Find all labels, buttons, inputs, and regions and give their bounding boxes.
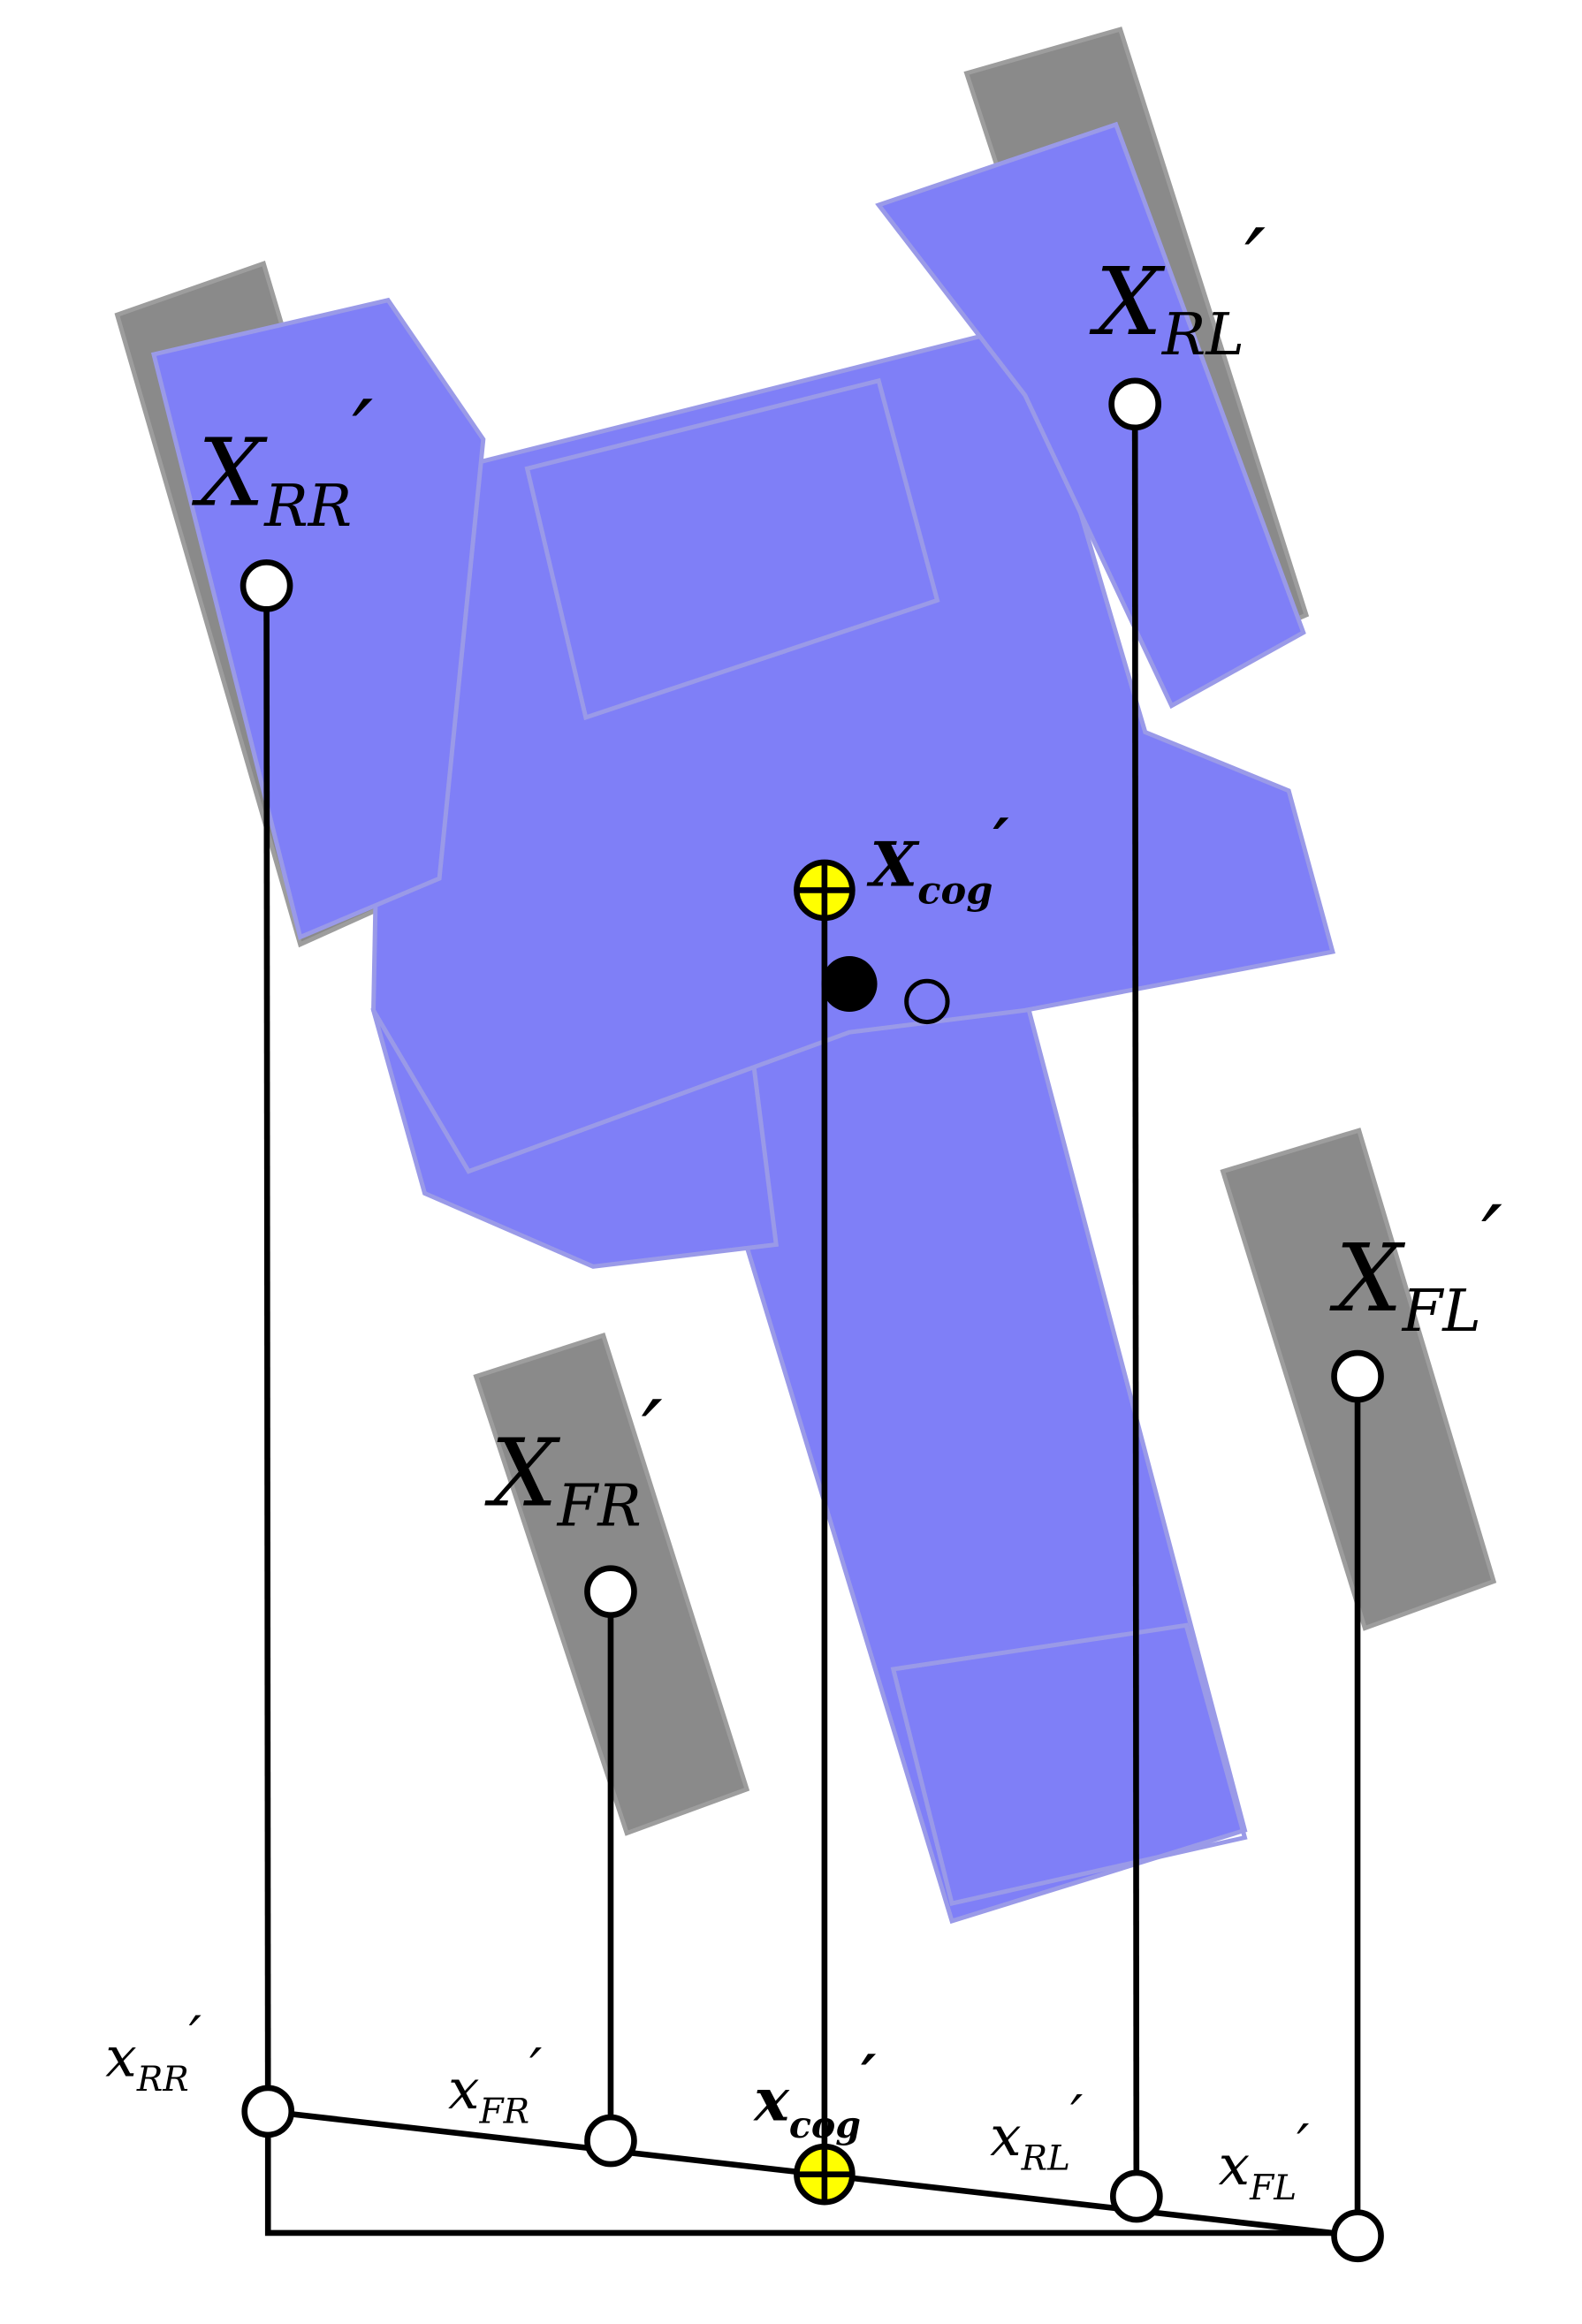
center-dot-hollow [904, 978, 950, 1025]
label-x-fr-top: XFR′ [484, 1381, 663, 1539]
label-x-fl-top: XFL′ [1329, 1187, 1502, 1345]
main-chassis [371, 322, 1335, 1174]
marker-rr-bottom [241, 2085, 295, 2138]
rake-teeth [890, 1622, 1248, 1907]
marker-fl-bottom [1331, 2209, 1384, 2263]
marker-rl-top [1108, 377, 1162, 431]
boom [685, 992, 1248, 1925]
cab-panel [524, 377, 940, 721]
label-x-rr-top: XRR′ [192, 382, 374, 540]
marker-rl-bottom [1110, 2169, 1163, 2223]
label-x-rl-top: XRL′ [1089, 210, 1266, 368]
center-dot-filled [821, 956, 878, 1012]
rear-left-pod [875, 121, 1306, 710]
marker-fr-top [584, 1565, 637, 1618]
cog-marker-bottom [794, 2143, 856, 2206]
rear-right-pod [150, 297, 486, 940]
label-x-cog-top: Xcog′ [866, 806, 1009, 913]
label-x-cog-bottom: xcog′ [752, 2042, 877, 2146]
label-x-rr-bottom: xRR′ [105, 2004, 202, 2100]
label-x-fr-bottom: xFR′ [448, 2037, 542, 2132]
marker-fr-bottom [584, 2114, 637, 2168]
marker-fl-top [1331, 1349, 1384, 1403]
marker-rr-top [240, 558, 293, 612]
cog-marker-top [794, 859, 856, 922]
label-x-rl-bottom: xRL′ [990, 2084, 1083, 2179]
label-x-fl-bottom: xFL′ [1219, 2113, 1310, 2208]
